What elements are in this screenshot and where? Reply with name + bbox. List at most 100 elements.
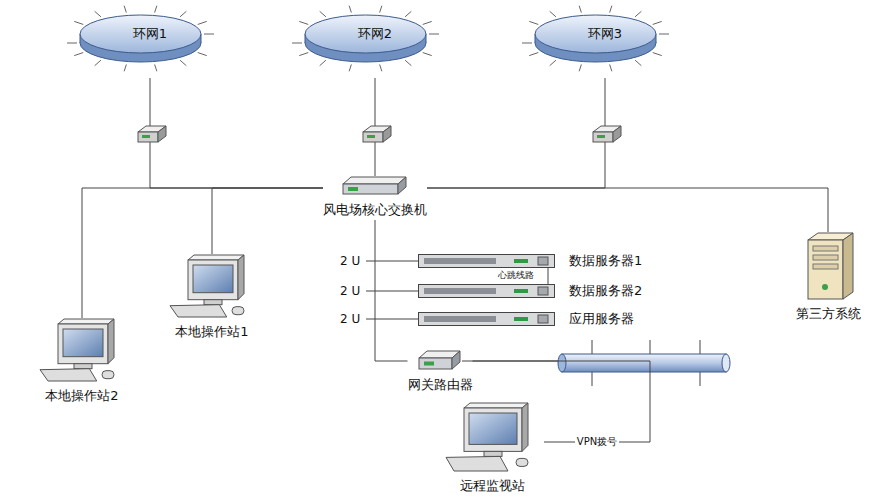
network-pipe-part — [558, 354, 566, 372]
workstation-icon-part — [58, 324, 108, 364]
rack-server-icon-part — [419, 285, 555, 298]
rack-stub-part — [366, 319, 418, 320]
third-party-server-icon-part — [822, 284, 828, 290]
workstation-icon-part — [204, 300, 222, 305]
ring-disc-part-part — [579, 64, 581, 71]
ring-disc-part-part — [652, 21, 661, 24]
heartbeat-label: 心跳线路 — [498, 270, 534, 281]
ring-switch — [593, 126, 621, 142]
third-party-server: 第三方系统 — [796, 232, 861, 322]
ring-network: 环网2 — [303, 10, 448, 68]
workstation-icon-part — [74, 364, 92, 369]
ring-disc-part-part — [422, 21, 431, 24]
node-label: 数据服务器2 — [569, 283, 642, 299]
rack-stub-part — [366, 261, 418, 262]
rack-server-icon-part — [514, 289, 528, 293]
ring-disc-part-part — [299, 53, 308, 56]
ring-disc-part-part — [180, 11, 186, 16]
workstation-icon — [166, 254, 258, 318]
ring-switch — [138, 126, 166, 142]
ring-switch-part — [613, 126, 621, 142]
gateway-router-icon-part — [424, 362, 434, 366]
rack-stub — [366, 261, 418, 319]
network-pipe-part — [722, 354, 730, 372]
workstation-icon — [36, 318, 128, 382]
heartbeat-line — [548, 268, 549, 284]
ring-switch-part — [158, 126, 166, 142]
ring-disc-part-part — [379, 6, 381, 13]
ring-disc-part-part — [319, 11, 325, 16]
remote-workstation-icon-part — [522, 403, 528, 451]
network-cable — [82, 188, 323, 318]
workstation-icon-part — [193, 265, 233, 293]
network-pipe — [558, 340, 730, 386]
workstation-icon-part — [238, 255, 244, 300]
ring-disc-part-part — [124, 64, 126, 71]
gateway-router-icon — [418, 350, 462, 371]
workstation: 本地操作站1 — [166, 254, 258, 340]
rack-server: 数据服务器2 — [418, 283, 642, 299]
ring-switch-part — [142, 135, 150, 138]
network-cable — [212, 188, 323, 254]
core-switch-icon — [342, 176, 408, 196]
network-cable — [375, 220, 408, 361]
node-label: 第三方系统 — [796, 306, 861, 322]
ring-disc-part-part — [635, 60, 641, 65]
ring-switch-part — [593, 132, 613, 142]
rack-server-icon — [418, 254, 555, 268]
ring-disc-part-part — [549, 11, 555, 16]
ring-disc-part-part — [299, 21, 308, 24]
workstation-icon-part — [188, 255, 244, 260]
third-party-server-icon-part — [813, 246, 838, 251]
rack-server-icon-part — [538, 315, 548, 323]
workstation-icon-part — [58, 319, 114, 324]
remote-workstation-icon-part — [516, 458, 528, 466]
rack-stub-part — [366, 291, 418, 292]
core-switch-icon-part — [343, 177, 406, 184]
ring-disc-part-part — [349, 6, 351, 13]
ring-switch — [363, 126, 391, 142]
workstation: 本地操作站2 — [36, 318, 128, 404]
remote-workstation-icon — [442, 402, 542, 472]
rack-server: 应用服务器 — [418, 311, 634, 327]
ring-disc-part-part — [204, 34, 214, 35]
ring-switch-part — [597, 135, 605, 138]
ring-switch-part — [367, 135, 375, 138]
workstation-icon-part — [63, 329, 103, 357]
gateway-router-icon-part — [452, 351, 460, 369]
node-label: 远程监视站 — [460, 478, 525, 494]
rack-server-icon — [418, 312, 555, 326]
ring-disc-part-part — [154, 64, 156, 71]
ring-disc-part-part — [349, 64, 351, 71]
ring-disc-part-part — [609, 6, 611, 13]
third-party-server-icon-part — [808, 240, 843, 299]
node-label: 应用服务器 — [569, 311, 634, 327]
ring-disc-part-part — [319, 60, 325, 65]
ring-disc-part-part — [405, 60, 411, 65]
workstation-icon-part — [40, 369, 97, 381]
ring-disc-part-part — [579, 6, 581, 13]
node-label: 风电场核心交换机 — [323, 202, 427, 218]
ring-disc-part-part — [67, 43, 77, 44]
workstation-icon-part — [188, 260, 238, 300]
workstation-icon-part — [108, 319, 114, 364]
node-label: 本地操作站1 — [175, 324, 248, 340]
ring-disc-part-part — [549, 60, 555, 65]
ring-disc-part-part — [405, 11, 411, 16]
rack-server-icon-part — [514, 317, 528, 321]
ring-switch-part — [383, 126, 391, 142]
rack-server-icon — [418, 284, 555, 298]
rack-unit: 2 U — [340, 284, 360, 298]
node-label: 环网2 — [303, 26, 448, 42]
node-label: 本地操作站2 — [45, 388, 118, 404]
ring-disc-part-part — [197, 53, 206, 56]
remote-workstation-icon-part — [464, 403, 528, 408]
ring-disc-part-part — [529, 21, 538, 24]
rack-server-icon-part — [419, 255, 555, 268]
remote-workstation-icon-part — [464, 408, 522, 451]
node-label: 数据服务器1 — [569, 253, 642, 269]
gateway-router-icon-part — [419, 358, 452, 369]
